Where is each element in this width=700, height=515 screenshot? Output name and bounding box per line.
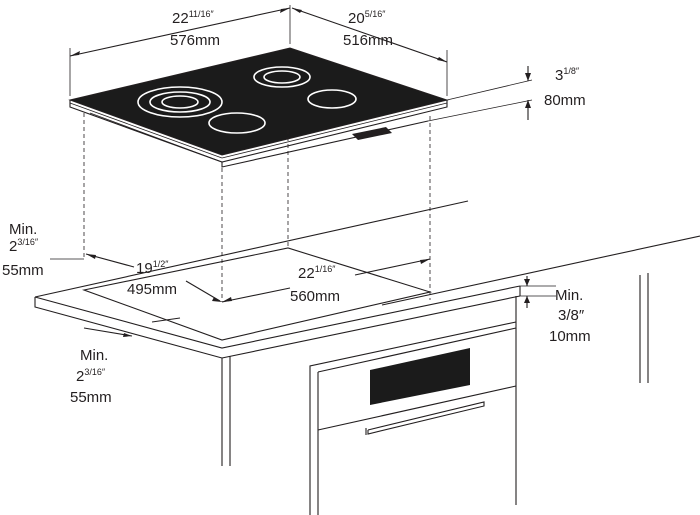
depth-overall-label: 205/16″: [348, 9, 386, 27]
control-box: [352, 127, 392, 140]
countertop: [34, 200, 700, 505]
min-counter-imperial: 3/8″: [558, 307, 585, 324]
dim-cutout-width: 221/16″ 560mm: [221, 258, 431, 305]
countertop-cutout: [81, 247, 433, 341]
cooktop: [68, 47, 449, 168]
width-overall-metric: 576mm: [170, 32, 220, 49]
min-front-metric: 55mm: [70, 389, 112, 406]
min-counter-metric: 10mm: [549, 328, 591, 345]
burner-front-icon: [208, 112, 266, 134]
oven-handle-icon: [367, 401, 485, 435]
height-label: 31/8″: [555, 66, 580, 84]
min-back-label: 23/16″: [9, 237, 39, 255]
height-metric: 80mm: [544, 92, 586, 109]
min-back-metric: 55mm: [2, 262, 44, 279]
dim-height: 31/8″ 80mm: [427, 66, 586, 122]
dim-cutout-depth: 191/2″ 495mm: [85, 253, 222, 302]
width-overall-label: 2211/16″: [172, 9, 215, 27]
dim-depth-overall: 205/16″ 516mm: [291, 7, 448, 96]
burner-right-icon: [307, 89, 357, 109]
cutout-width-label: 221/16″: [298, 264, 336, 282]
burner-front-left-icon: [137, 86, 223, 118]
min-front-min: Min.: [80, 347, 108, 364]
depth-overall-metric: 516mm: [343, 32, 393, 49]
dim-min-front: Min. 23/16″ 55mm: [70, 317, 181, 406]
cutout-depth-metric: 495mm: [127, 281, 177, 298]
wall-oven: [309, 321, 517, 515]
min-back-min: Min.: [9, 221, 37, 238]
projection-lines: [83, 113, 431, 302]
dim-min-counter: Min. 3/8″ 10mm: [520, 276, 591, 345]
cutout-width-metric: 560mm: [290, 288, 340, 305]
cooktop-glass-surface: [68, 47, 449, 156]
burner-rings: [137, 66, 357, 134]
min-counter-min: Min.: [555, 287, 583, 304]
min-front-label: 23/16″: [76, 367, 106, 385]
dim-min-back: Min. 23/16″ 55mm: [2, 221, 84, 279]
burner-rear-left-icon: [253, 66, 311, 88]
cutout-depth-label: 191/2″: [136, 259, 169, 277]
oven-window: [370, 348, 470, 405]
dim-width-overall: 2211/16″ 576mm: [69, 5, 291, 96]
